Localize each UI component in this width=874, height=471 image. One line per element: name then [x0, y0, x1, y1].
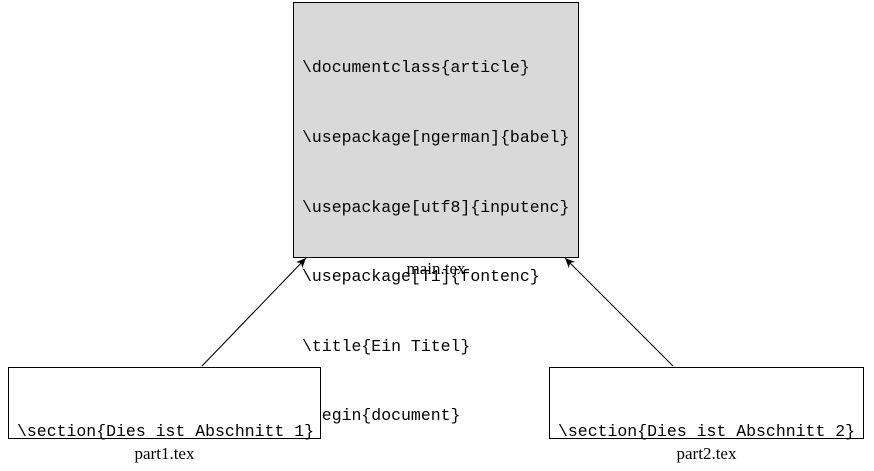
- code-line: \section{Dies ist Abschnitt 1}: [17, 422, 315, 442]
- code-line: \usepackage[ngerman]{babel}: [302, 128, 570, 148]
- part1-tex-box: \section{Dies ist Abschnitt 1} Hier ein …: [8, 367, 321, 441]
- part1-tex-caption: part1.tex: [134, 444, 195, 463]
- code-line: \begin{document}: [302, 406, 461, 426]
- connector-part1-to-main: [201, 257, 307, 367]
- part2-tex-box: \section{Dies ist Abschnitt 2} Hier ein …: [549, 367, 864, 441]
- connector-part2-to-main: [564, 257, 674, 367]
- code-line: \title{Ein Titel}: [302, 336, 471, 356]
- code-line: \section{Dies ist Abschnitt 2}: [558, 422, 856, 442]
- main-tex-box: \documentclass{article} \usepackage[nger…: [293, 2, 579, 425]
- code-line: \usepackage[T1]{fontenc}: [302, 267, 540, 287]
- part2-tex-caption: part2.tex: [676, 444, 737, 463]
- code-line: \usepackage[utf8]{inputenc}: [302, 197, 570, 217]
- main-tex-caption: main.tex: [406, 259, 466, 278]
- code-line: \documentclass{article}: [302, 58, 530, 78]
